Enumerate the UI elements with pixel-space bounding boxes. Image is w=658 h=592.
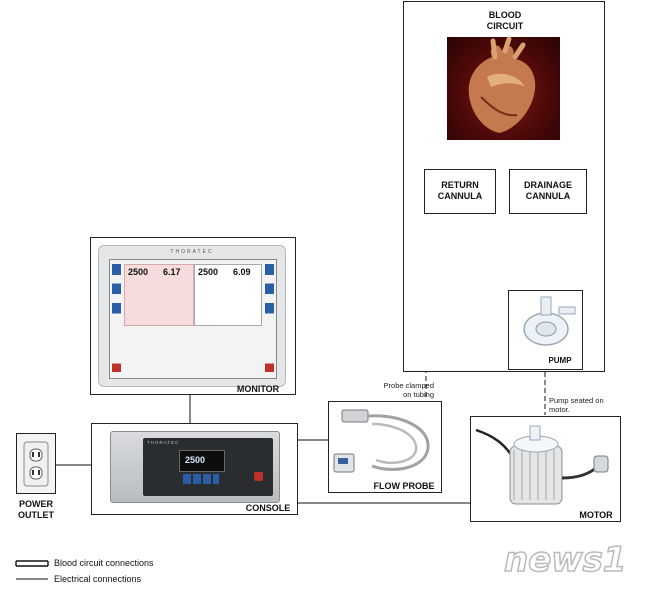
- console-screen: 2500: [179, 450, 225, 472]
- legend-blood-text: Blood circuit connections: [54, 558, 154, 568]
- news1-watermark-logo: news1: [503, 539, 627, 581]
- console-label: CONSOLE: [245, 503, 291, 513]
- console-front: THORATEC 2500: [143, 438, 273, 496]
- blood-circuit-title: BLOOD CIRCUIT: [470, 10, 540, 32]
- return-cannula-box: [424, 169, 496, 214]
- motor-image: [475, 425, 609, 505]
- monitor-left-panel: 2500 6.17: [124, 264, 194, 326]
- motor-note: Pump seated on motor.: [549, 396, 619, 414]
- return-cannula-line1: RETURN: [441, 180, 479, 190]
- flow-probe-label: FLOW PROBE: [373, 481, 435, 491]
- legend-blood-line: [15, 560, 49, 567]
- flow-probe-note-line1: Probe clamped: [383, 381, 434, 390]
- console-power-button: [254, 472, 263, 481]
- drainage-cannula-box: [509, 169, 587, 214]
- drainage-cannula-label: DRAINAGE CANNULA: [509, 180, 587, 202]
- blood-circuit-title-line2: CIRCUIT: [486, 21, 524, 31]
- return-cannula-line2: CANNULA: [437, 191, 483, 201]
- monitor-reading-3: 2500: [198, 267, 219, 277]
- blood-circuit-title-line1: BLOOD: [488, 10, 522, 20]
- watermark-text: news1: [504, 540, 627, 580]
- console-device: THORATEC 2500: [110, 431, 280, 503]
- monitor-screen: 2500 6.17 2500 6.09: [109, 259, 277, 379]
- monitor-reading-1: 2500: [128, 267, 149, 277]
- monitor-label: MONITOR: [236, 384, 280, 394]
- flow-probe-note: Probe clamped on tubing: [374, 381, 434, 399]
- motor-label: MOTOR: [579, 510, 613, 520]
- return-cannula-label: RETURN CANNULA: [424, 180, 496, 202]
- console-buttons: [183, 474, 219, 484]
- legend-electrical-text: Electrical connections: [54, 574, 142, 584]
- power-outlet-icon: [23, 441, 49, 487]
- monitor-brand: THORATEC: [170, 249, 214, 255]
- pump-image: [523, 296, 576, 346]
- monitor-reading-2: 6.17: [163, 267, 181, 277]
- drainage-cannula-line1: DRAINAGE: [523, 180, 572, 190]
- monitor-reading-4: 6.09: [233, 267, 251, 277]
- motor-note-line1: Pump seated on: [549, 396, 604, 405]
- monitor-right-buttons: [265, 264, 274, 372]
- pump-label: PUMP: [548, 356, 572, 365]
- console-brand: THORATEC: [147, 440, 180, 445]
- heart-icon: [468, 36, 536, 133]
- monitor-right-panel: 2500 6.09: [194, 264, 262, 326]
- motor-note-line2: motor.: [549, 405, 570, 414]
- console-screen-reading: 2500: [185, 455, 206, 465]
- flow-probe-note-line2: on tubing: [403, 390, 434, 399]
- power-outlet-line1: POWER: [18, 499, 53, 509]
- power-outlet-line2: OUTLET: [18, 510, 54, 520]
- monitor-left-buttons: [112, 264, 121, 372]
- power-outlet-label: POWER OUTLET: [10, 499, 62, 521]
- drainage-cannula-line2: CANNULA: [525, 191, 571, 201]
- monitor-device: THORATEC 2500 6.17 2500 6.09: [98, 245, 286, 387]
- heart-image: [447, 36, 560, 140]
- flow-probe-image: [333, 409, 430, 473]
